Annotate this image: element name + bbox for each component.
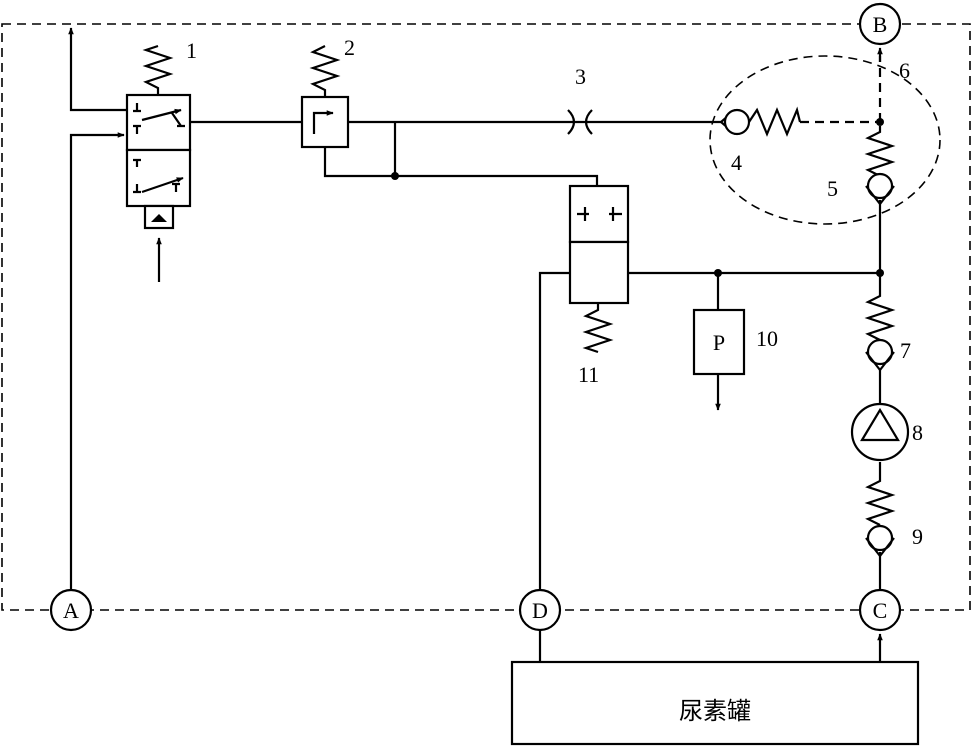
pressure-sensor-10: P: [692, 308, 746, 411]
pressure-valve-2: [300, 45, 350, 149]
module-boundary: [1, 23, 971, 611]
directional-valve-1: [125, 44, 192, 282]
directional-valve-11: [568, 184, 630, 354]
svg-text:D: D: [532, 598, 548, 623]
label-7: 7: [900, 338, 911, 363]
junction-dot: [391, 172, 399, 180]
throttle-3: [567, 109, 593, 135]
label-2: 2: [344, 35, 355, 60]
label-6: 6: [899, 58, 910, 83]
svg-text:C: C: [873, 598, 888, 623]
group-ellipse: [709, 55, 941, 225]
label-3: 3: [575, 64, 586, 89]
junction-dot: [876, 118, 884, 126]
label-9: 9: [912, 524, 923, 549]
label-5: 5: [827, 176, 838, 201]
svg-text:尿素罐: 尿素罐: [679, 697, 751, 725]
check-valve-7: [864, 290, 896, 372]
line-valve1-exhaust: [68, 27, 127, 112]
check-valve-5: [864, 126, 896, 206]
port-D: D: [518, 588, 562, 632]
line-valve11-to-D: [538, 271, 570, 590]
svg-text:A: A: [63, 598, 79, 623]
junction-dot: [876, 269, 884, 277]
svg-text:B: B: [873, 12, 888, 37]
label-8: 8: [912, 420, 923, 445]
label-4: 4: [731, 150, 742, 175]
svg-text:P: P: [713, 330, 725, 355]
label-1: 1: [186, 38, 197, 63]
port-C: C: [858, 588, 902, 632]
check-valve-4: [719, 106, 802, 137]
port-A: A: [49, 588, 93, 632]
port-B: B: [858, 2, 902, 46]
line-A-to-valve1: [69, 132, 125, 590]
label-10: 10: [756, 326, 778, 351]
check-valve-9: [864, 475, 896, 558]
urea-tank: 尿素罐: [510, 660, 920, 746]
line-valve2-return: [323, 147, 599, 186]
pump-8: [850, 402, 910, 462]
label-11: 11: [578, 362, 599, 387]
